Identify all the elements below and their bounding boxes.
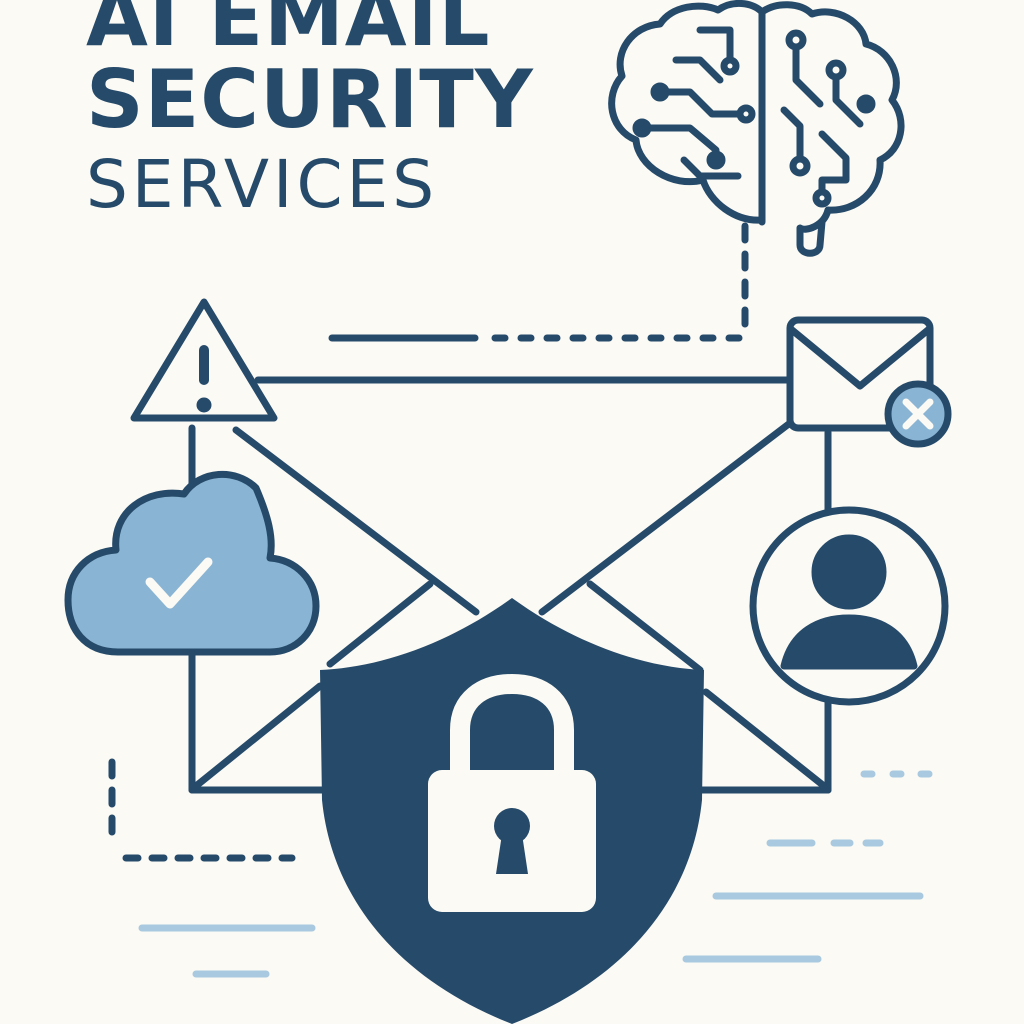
shield-lock-icon [320, 598, 704, 1024]
envelope-icon [188, 376, 832, 794]
page-title: AI EMAIL SECURITY SERVICES [86, 0, 534, 218]
title-line-1: AI EMAIL [86, 0, 491, 64]
cloud-check-icon [64, 471, 320, 656]
title-line-3: SERVICES [86, 146, 439, 223]
title-line-2: SECURITY [86, 53, 534, 146]
decorative-lines [138, 770, 933, 978]
mail-error-icon [786, 316, 952, 448]
brain-circuit-icon [608, 0, 905, 257]
warning-triangle-icon [130, 298, 278, 422]
user-avatar-icon [749, 506, 949, 706]
